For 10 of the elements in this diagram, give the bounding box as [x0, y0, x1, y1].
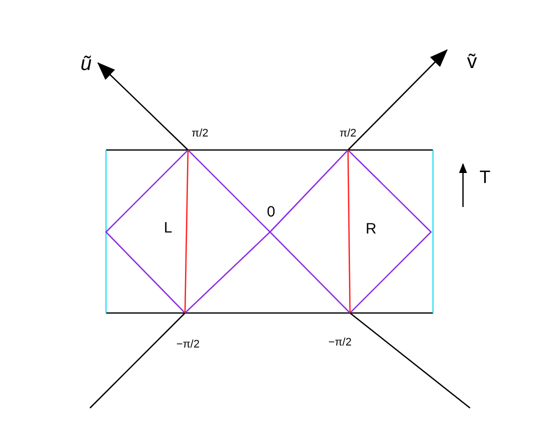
- tick-label: −π/2: [328, 338, 352, 348]
- axis-label: ũ: [80, 54, 92, 74]
- tick-label: −π/2: [176, 340, 200, 350]
- region-label: L: [164, 220, 172, 236]
- origin-label: 0: [266, 204, 276, 220]
- region-label: R: [366, 222, 376, 236]
- axis-label: ṽ: [467, 52, 477, 72]
- tick-label: π/2: [340, 128, 356, 140]
- axis-label: T: [480, 168, 490, 186]
- tick-label: π/2: [192, 128, 208, 140]
